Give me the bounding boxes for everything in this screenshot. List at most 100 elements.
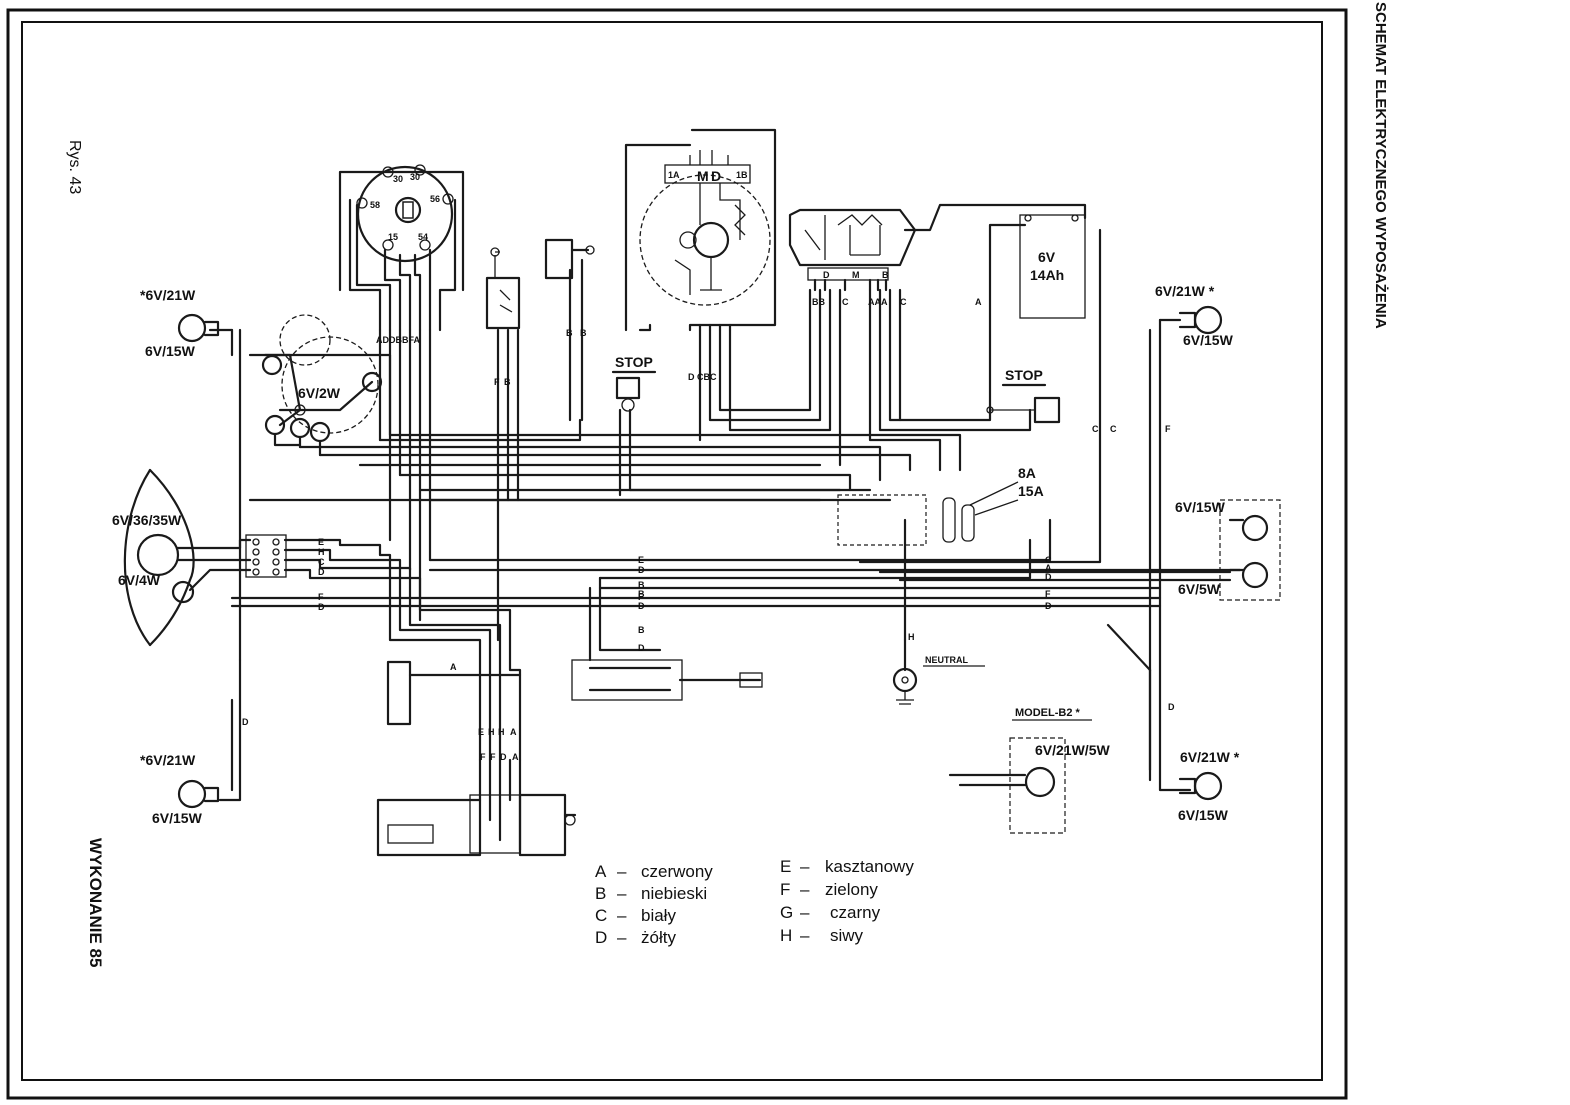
battery-capacity: 14Ah xyxy=(1030,267,1064,283)
bus-letter-a1: A xyxy=(1045,563,1052,573)
svg-text:E: E xyxy=(780,857,791,876)
switch-terminal-15: 15 xyxy=(388,232,398,242)
model-b2-label: MODEL-B2 * xyxy=(1015,707,1081,719)
variant-label: WYKONANIE 85 xyxy=(86,838,105,967)
generator-wire-letters: D CBC xyxy=(688,372,717,382)
rear-right-indicator: 6V/21W * 6V/15W xyxy=(1178,749,1240,823)
page-title: SCHEMAT ELEKTRYCZNEGO WYPOSAŻENIA xyxy=(1372,2,1389,329)
svg-text:–: – xyxy=(800,903,810,922)
battery: 6V 14Ah xyxy=(1019,214,1086,319)
svg-text:B: B xyxy=(595,884,606,903)
svg-text:H: H xyxy=(780,926,792,945)
tail-lamp-label: 6V/15W xyxy=(1175,499,1226,515)
regulator-terminal-b: B xyxy=(882,270,889,280)
horn-button xyxy=(485,247,521,330)
generator: 1A M D 1B D CBC xyxy=(624,128,777,382)
vert-letter-c2: C xyxy=(1110,424,1117,434)
rear-right-indicator-label: 6V/21W * xyxy=(1180,749,1240,765)
legend-item-f: F – zielony xyxy=(780,880,878,899)
wire-letters: E H C D F D E D B B F D C A D F D F B B … xyxy=(242,297,1175,762)
generator-terminal-1b: 1B xyxy=(736,170,748,180)
front-left-indicator-label: *6V/21W xyxy=(140,287,196,303)
generator-terminal-1a: 1A xyxy=(668,170,680,180)
headlamp: 6V/36/35W 6V/4W xyxy=(112,468,287,647)
bus-letter-f2: F xyxy=(638,592,644,602)
vert-letter-b3: B xyxy=(580,328,587,338)
bus-letter-f1: F xyxy=(318,592,324,602)
svg-text:czerwony: czerwony xyxy=(641,862,713,881)
bus-letter-f3: F xyxy=(1045,589,1051,599)
switch-terminal-30a: 30 xyxy=(393,174,403,184)
svg-text:F: F xyxy=(780,880,790,899)
regulator-wire-far: C xyxy=(900,297,907,307)
bus-letter-e2: E xyxy=(638,555,644,565)
bundle-letter-a2: A xyxy=(512,752,519,762)
fuse-15a: 15A xyxy=(1018,483,1044,499)
tail-lamp-sublabel: 6V/5W xyxy=(1178,581,1221,597)
svg-text:–: – xyxy=(800,857,810,876)
svg-text:–: – xyxy=(617,884,627,903)
bus-letter-c2: C xyxy=(1045,555,1052,565)
cdi-letter-d: D xyxy=(638,643,645,653)
bus-letter-c1: C xyxy=(318,557,325,567)
rear-left-indicator: *6V/21W 6V/15W xyxy=(140,752,220,826)
neutral-switch: NEUTRAL xyxy=(892,655,985,705)
regulator-terminal-d: D xyxy=(823,270,830,280)
legend-item-c: C – biały xyxy=(595,906,676,925)
svg-text:C: C xyxy=(595,906,607,925)
regulator-wire-right: AAA xyxy=(868,297,888,307)
svg-text:–: – xyxy=(617,862,627,881)
generator-terminal-m: M xyxy=(697,168,709,184)
bus-letter-d5: D xyxy=(1045,572,1052,582)
outer-frame xyxy=(6,8,1348,1100)
svg-text:żółty: żółty xyxy=(641,928,676,947)
legend-item-e: E – kasztanowy xyxy=(780,857,914,876)
stop-switch-right: STOP xyxy=(986,367,1061,424)
bundle-letter-a1: A xyxy=(510,727,517,737)
neutral-label: NEUTRAL xyxy=(925,655,968,665)
svg-text:–: – xyxy=(617,928,627,947)
svg-text:–: – xyxy=(800,880,810,899)
bus-letter-b2: B xyxy=(638,589,645,599)
svg-text:siwy: siwy xyxy=(830,926,864,945)
regulator-wire-mid: C xyxy=(842,297,849,307)
battery-voltage: 6V xyxy=(1038,249,1056,265)
switch-terminal-58: 58 xyxy=(370,200,380,210)
front-left-indicator: *6V/21W 6V/15W xyxy=(140,287,220,359)
regulator-wire-left: BB xyxy=(812,297,825,307)
tail-lamp: 6V/15W 6V/5W xyxy=(1175,499,1281,601)
bus-letter-b1: B xyxy=(638,580,645,590)
harness-main xyxy=(208,203,1242,802)
bundle-letter-f2: F xyxy=(490,752,496,762)
bus-letter-d3: D xyxy=(638,565,645,575)
bundle-letter-e: E xyxy=(478,727,484,737)
svg-text:zielony: zielony xyxy=(825,880,878,899)
brake-switch-front xyxy=(544,238,595,280)
inner-frame xyxy=(21,21,1323,1081)
vert-letter-b1: B xyxy=(504,377,511,387)
vert-letter-b2: B xyxy=(566,328,573,338)
svg-text:–: – xyxy=(617,906,627,925)
fuse-8a: 8A xyxy=(1018,465,1036,481)
cdi-letter-b: B xyxy=(638,625,645,635)
svg-text:czarny: czarny xyxy=(830,903,881,922)
color-legend: A – czerwony B – niebieski C – biały D –… xyxy=(595,857,914,947)
bus-letter-h1: H xyxy=(318,547,325,557)
bus-letter-d1: D xyxy=(318,567,325,577)
bundle-letter-f1: F xyxy=(480,752,486,762)
svg-text:G: G xyxy=(780,903,793,922)
bus-letter-e1: E xyxy=(318,537,324,547)
regulator-terminal-m: M xyxy=(852,270,860,280)
vert-letter-f: F xyxy=(494,377,500,387)
front-right-indicator: 6V/21W * 6V/15W xyxy=(1155,283,1234,348)
voltage-regulator: D M B BB C AAA C xyxy=(788,208,917,307)
legend-item-b: B – niebieski xyxy=(595,884,707,903)
rear-left-indicator-label: *6V/21W xyxy=(140,752,196,768)
vert-letter-d1: D xyxy=(242,717,249,727)
front-right-indicator-label: 6V/21W * xyxy=(1155,283,1215,299)
bus-letter-d2: D xyxy=(318,602,325,612)
svg-text:biały: biały xyxy=(641,906,676,925)
speedo-lamp-label: 6V/2W xyxy=(298,385,341,401)
ignition-switch: 30 30 58 56 15 54 ADDBBFA xyxy=(338,164,465,345)
stop-switch-left: STOP xyxy=(611,354,657,412)
